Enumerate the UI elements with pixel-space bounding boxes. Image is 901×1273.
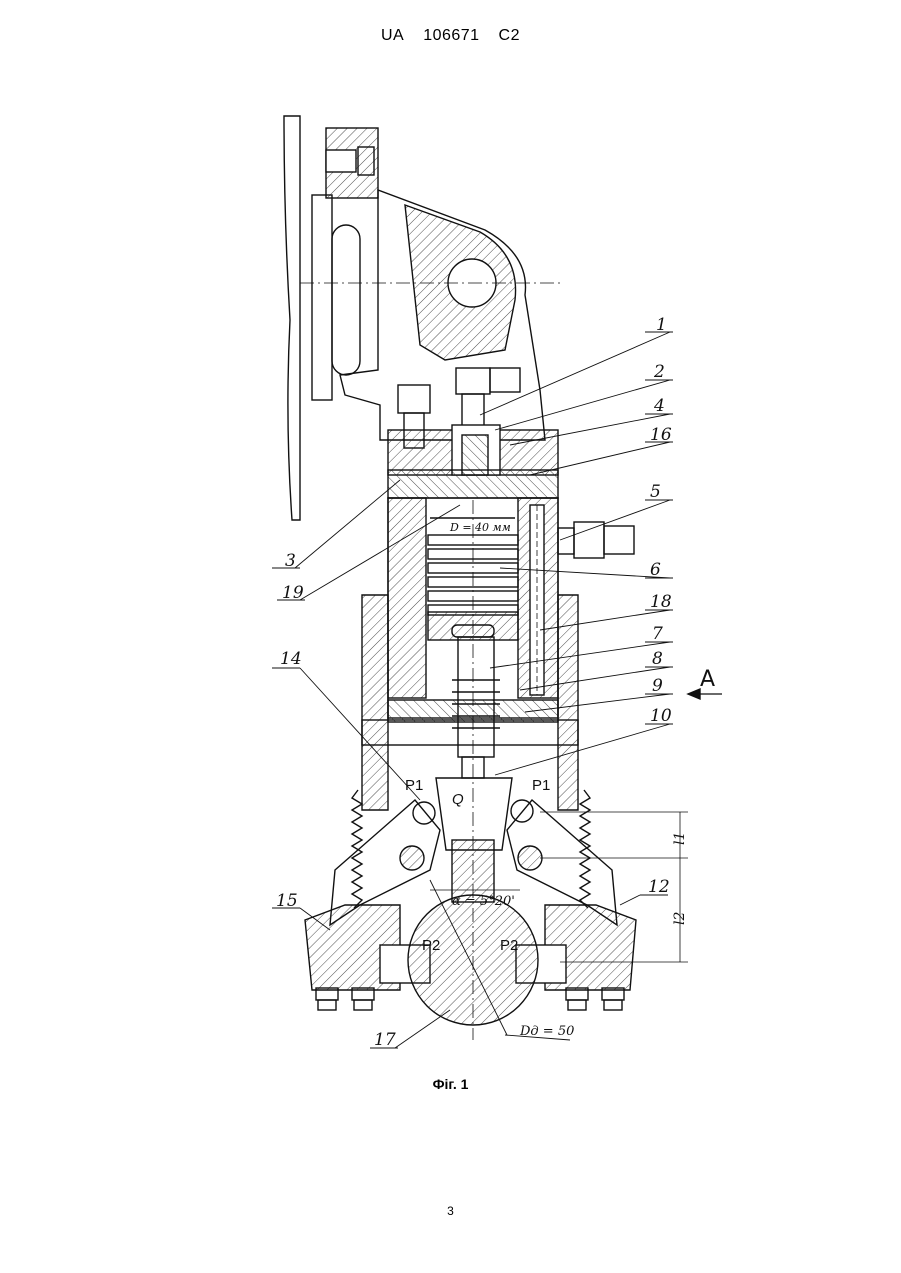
dim-angle: α = 5°20' xyxy=(452,894,515,909)
wedge xyxy=(436,778,512,850)
callout-3: 3 xyxy=(285,551,296,571)
force-p1-right: P1 xyxy=(532,777,550,794)
plate-slot xyxy=(332,225,360,375)
roller-left xyxy=(400,846,424,870)
callout-19: 19 xyxy=(282,583,304,603)
roller-right xyxy=(518,846,542,870)
callout-9: 9 xyxy=(652,676,663,696)
fitting-center-nut xyxy=(490,368,520,392)
side-plate xyxy=(284,116,300,520)
dim-diameter: Dд = 50 xyxy=(519,1024,574,1039)
page-number: 3 xyxy=(0,1204,901,1218)
callout-15: 15 xyxy=(276,891,298,911)
callout-5: 5 xyxy=(650,482,661,502)
callout-7: 7 xyxy=(652,624,663,644)
view-arrowhead xyxy=(688,689,700,699)
dim-l2: l2 xyxy=(672,912,688,925)
side-fitting-hex xyxy=(574,522,604,558)
figure-caption: Фіг. 1 xyxy=(0,1076,901,1092)
frame-bottom xyxy=(362,720,578,745)
callout-8: 8 xyxy=(652,649,663,669)
callout-12: 12 xyxy=(648,877,670,897)
callout-18: 18 xyxy=(650,592,672,612)
valve-core xyxy=(462,435,488,475)
force-p2-left: P2 xyxy=(422,937,440,954)
side-fitting-body xyxy=(558,528,574,554)
force-q: Q xyxy=(452,791,464,808)
callout-4: 4 xyxy=(653,396,665,416)
plate-slot-frame xyxy=(312,195,332,400)
callout-10: 10 xyxy=(650,706,672,726)
view-marker-a: A xyxy=(700,667,715,692)
wedge-tip xyxy=(452,840,494,902)
callout-16: 16 xyxy=(650,425,672,445)
dim-l1: l1 xyxy=(672,832,688,845)
frame-right xyxy=(558,595,578,810)
side-fitting-nut xyxy=(604,526,634,554)
mount-bore xyxy=(326,150,356,172)
callout-17: 17 xyxy=(374,1030,396,1050)
force-p1-left: P1 xyxy=(405,777,423,794)
frame-left xyxy=(362,595,388,810)
fitting-center xyxy=(456,368,490,394)
spring-left xyxy=(352,790,362,908)
dim-bore: D = 40 мм xyxy=(449,521,511,534)
cylinder-wall-left xyxy=(388,498,426,698)
workpiece xyxy=(408,895,538,1025)
pivot-left xyxy=(413,802,435,824)
piston-rod xyxy=(458,637,494,757)
callout-6: 6 xyxy=(650,560,661,580)
callout-1: 1 xyxy=(656,315,667,335)
callout-14: 14 xyxy=(280,649,302,669)
fitting-left xyxy=(398,385,430,413)
callout-2: 2 xyxy=(653,362,665,382)
force-p2-right: P2 xyxy=(500,937,518,954)
